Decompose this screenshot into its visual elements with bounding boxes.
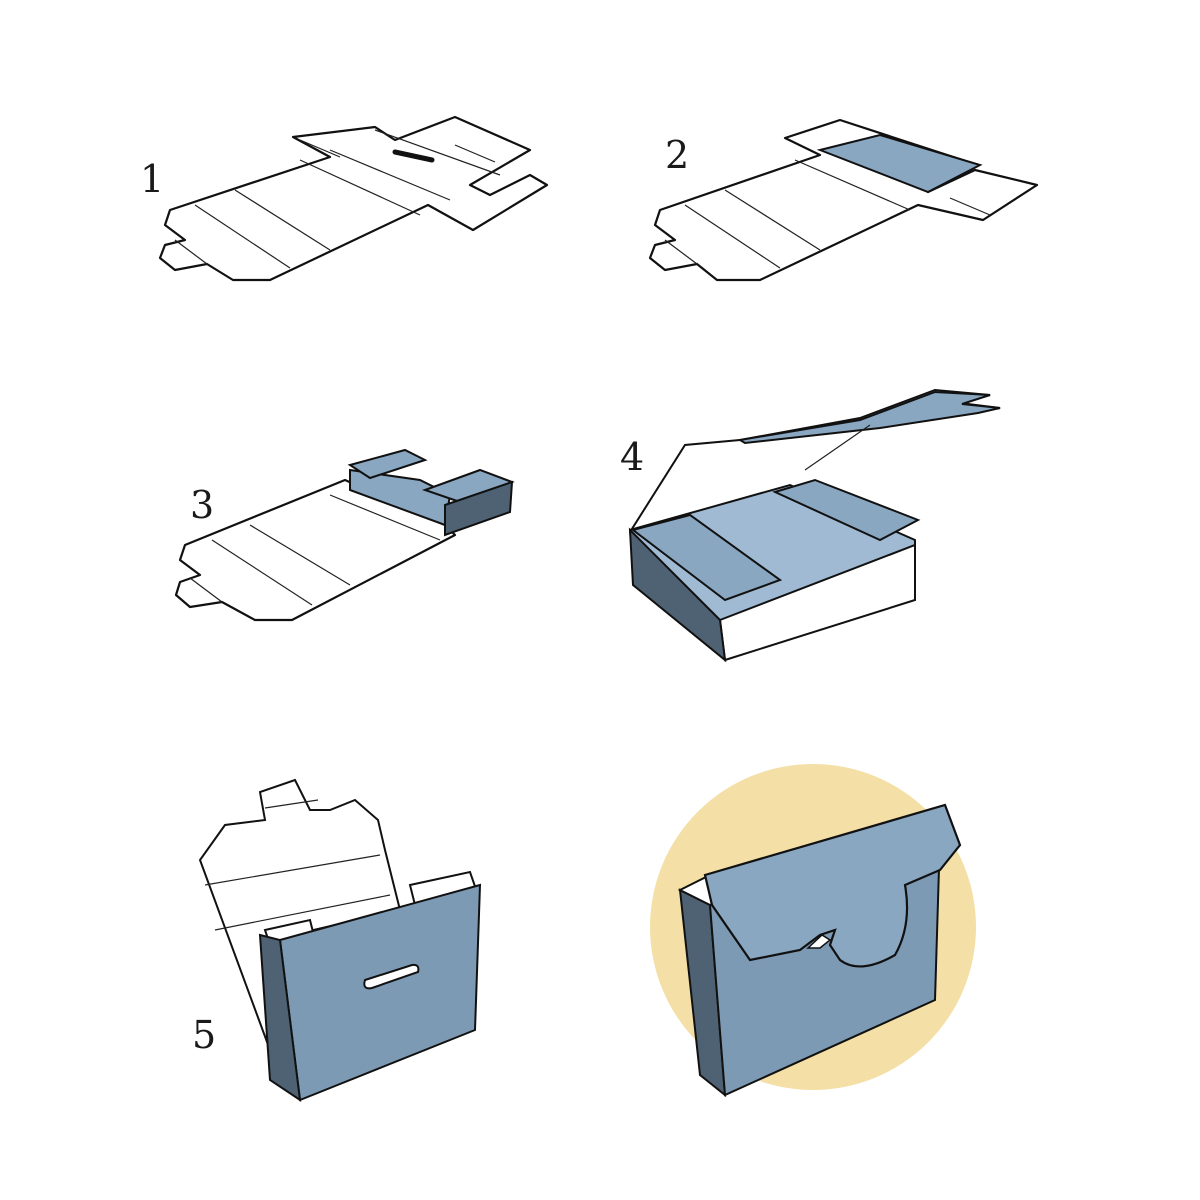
final-handle-cutout (806, 934, 832, 949)
step-4-number: 4 (620, 435, 644, 479)
step-5-handle-slot (363, 963, 420, 990)
final-closed-box (650, 764, 976, 1098)
step-2-flat-blank (648, 118, 1039, 282)
step-1-number: 1 (140, 157, 164, 201)
step-1-flat-blank (158, 115, 549, 282)
step-3-end-wall (444, 480, 514, 537)
step-2-colored-panel (816, 133, 983, 194)
step-5-lid (198, 778, 402, 1051)
step-4-tray-lid-open (628, 388, 1001, 663)
step-3-flap-left (347, 448, 428, 480)
final-lid (703, 803, 962, 968)
handle-slot (392, 149, 435, 163)
step-2-number: 2 (665, 133, 689, 177)
step-5-number: 5 (192, 1013, 216, 1057)
step-5-side-face (258, 933, 302, 1103)
step-4-side-wall (628, 527, 727, 663)
step-3-number: 3 (190, 483, 214, 527)
step-3-partial-fold (174, 448, 515, 622)
step-5-box-upright (198, 778, 482, 1103)
